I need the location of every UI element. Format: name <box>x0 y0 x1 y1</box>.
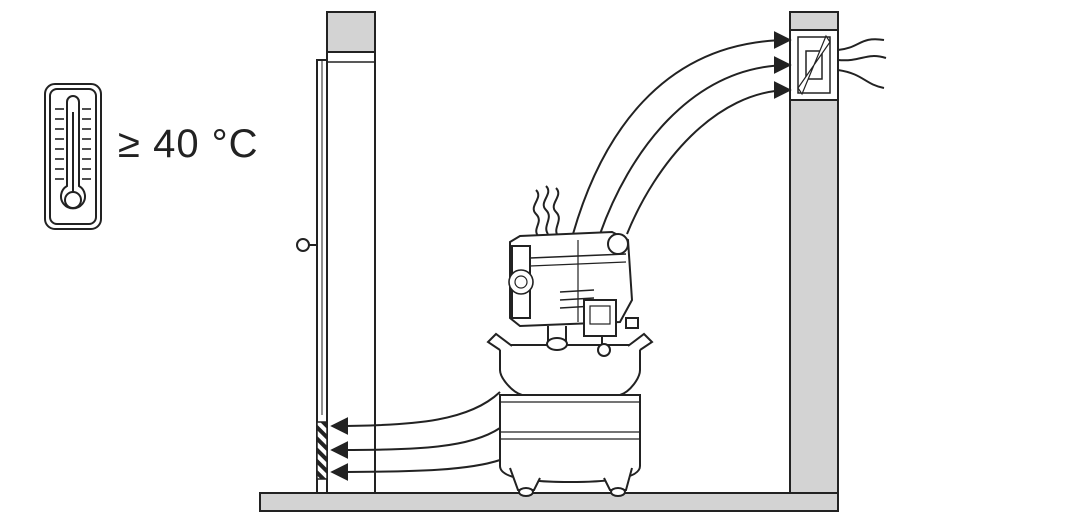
floor <box>259 492 839 512</box>
heat-wisps-icon <box>532 185 560 237</box>
thermometer-icon <box>44 83 102 230</box>
fresh-air-intake-lines <box>330 391 501 481</box>
hot-air-duct <box>572 31 792 235</box>
exhaust-fan-icon <box>789 29 839 101</box>
right-wall <box>789 11 839 494</box>
door-handle <box>296 238 317 252</box>
air-compressor <box>486 230 654 497</box>
temperature-threshold-label: ≥ 40 °C <box>118 122 259 166</box>
left-wall <box>326 11 376 493</box>
intake-grille <box>316 421 328 480</box>
exhaust-air-lines <box>837 38 887 89</box>
door <box>316 59 328 494</box>
